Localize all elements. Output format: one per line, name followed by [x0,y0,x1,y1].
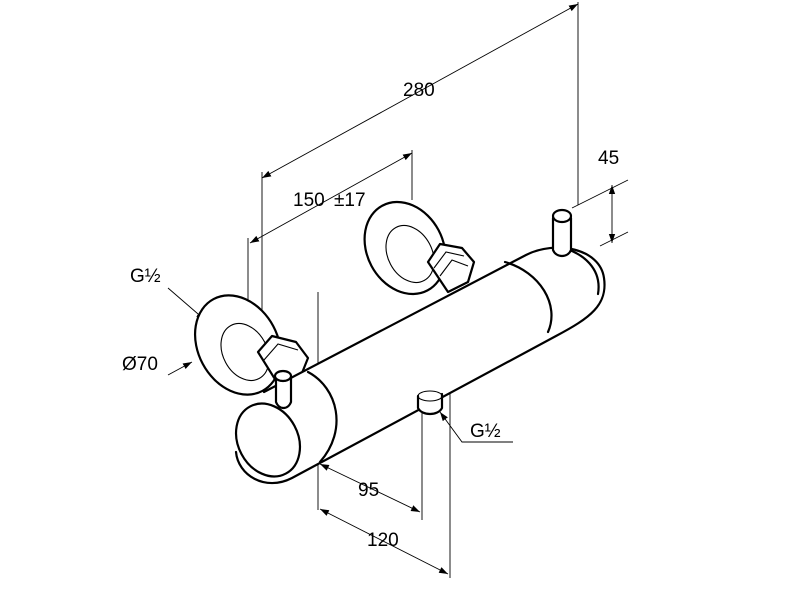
bottom-outlet-rim [417,390,443,402]
safety-lever-cap [273,369,293,383]
top-button [551,216,573,258]
label-inlet-spacing: 150 [293,190,325,211]
label-overall-length: 280 [403,80,435,101]
label-outlet-thread: G½ [470,421,501,442]
dimension-line-150 [249,152,413,244]
label-depth: 120 [367,530,399,551]
mixer-body-outline [193,200,606,485]
leader-escutcheon-diameter [167,361,193,376]
dimension-line-120 [319,508,449,575]
right-handle-seam [503,260,553,334]
dimension-line-280 [261,3,579,179]
left-escutcheon-inner [220,323,270,381]
label-outlet-offset: 95 [358,480,379,501]
right-connector-thread [433,251,469,277]
right-escutcheon [363,200,447,296]
right-escutcheon-inner [385,225,435,283]
extension-line-45-top [571,179,629,209]
dimension-labels: 280 150 ±17 45 G½ Ø70 G½ 95 120 [122,80,619,551]
top-button-cap [551,208,573,224]
safety-lever [274,374,293,410]
dimension-line-95 [319,463,421,513]
left-escutcheon [193,294,283,396]
label-height: 45 [598,148,619,169]
label-inlet-tolerance: ±17 [334,190,366,211]
bottom-outlet [416,392,444,416]
extension-line-45-bottom [599,231,629,247]
label-inlet-thread: G½ [130,266,161,287]
left-connector-thread [263,343,299,361]
left-end-face [234,402,302,478]
label-escutcheon-diameter: Ø70 [122,354,158,375]
leader-outlet-thread [439,411,513,443]
left-cap-seam [306,370,338,464]
